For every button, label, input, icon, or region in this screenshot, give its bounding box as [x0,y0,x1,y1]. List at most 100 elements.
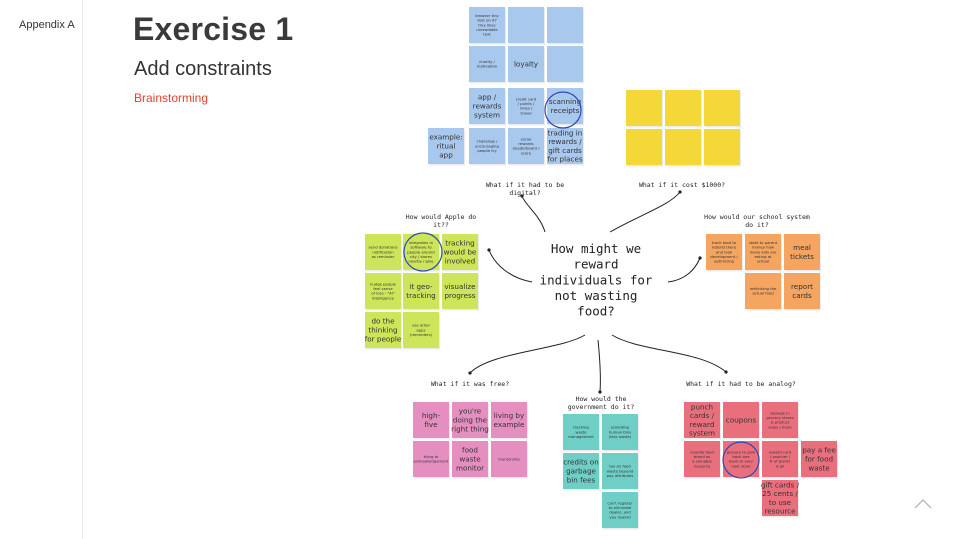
sidebar: Appendix A [0,0,83,539]
connector-arrow-4 [667,257,701,283]
sticky-note-y2 [665,90,702,128]
sticky-note-g5: it geo-tracking [403,273,440,311]
highlight-circle-analog [722,441,760,479]
sticky-note-y6 [704,129,741,167]
connector-arrow-1 [521,195,546,233]
arrow-head [520,194,524,198]
sticky-note-text: coupons [726,416,756,425]
appendix-label: Appendix A [19,19,75,31]
arrow-head [468,371,472,375]
sticky-note-y1 [626,90,663,128]
sticky-note-r2: coupons [723,402,760,440]
sticky-note-b4: charity /motivation [469,46,506,84]
sticky-note-p6: mentorship [491,441,528,479]
section-tag: Brainstorming [134,91,209,105]
arrow-head [678,190,682,194]
connector-arrow-6 [597,339,601,393]
scroll-up-icon[interactable] [912,495,934,513]
arrow-head [724,370,728,374]
sticky-note-b5: loyalty [508,46,545,84]
sticky-note-b3 [547,7,584,45]
prompt-free: What if it was free? [431,380,509,388]
page-title: Exercise 1 [133,11,294,47]
sticky-note-text: high-five [422,411,441,429]
connector-arrow-2 [609,191,681,233]
page-subtitle: Add constraints [134,58,272,80]
arrow-head [698,256,702,260]
sticky-note-b6 [547,46,584,84]
sticky-note-text: mentorship [498,456,520,461]
connector-arrow-5 [469,334,586,374]
highlight-circle-scanning [544,91,582,129]
highlight-circle-apple [403,232,443,272]
sticky-note-y5 [665,129,702,167]
sticky-note-text: charity /motivation [477,59,498,69]
sticky-note-text: it geo-tracking [406,282,435,300]
connector-arrow-3 [488,249,533,283]
sticky-note-text: credit card/ points /miles /travel [516,96,537,115]
sticky-note-p1: high-five [413,402,450,440]
arrow-head [487,248,491,252]
sticky-note-y4 [626,129,663,167]
sticky-note-y3 [704,90,741,128]
sticky-note-b2 [508,7,545,45]
